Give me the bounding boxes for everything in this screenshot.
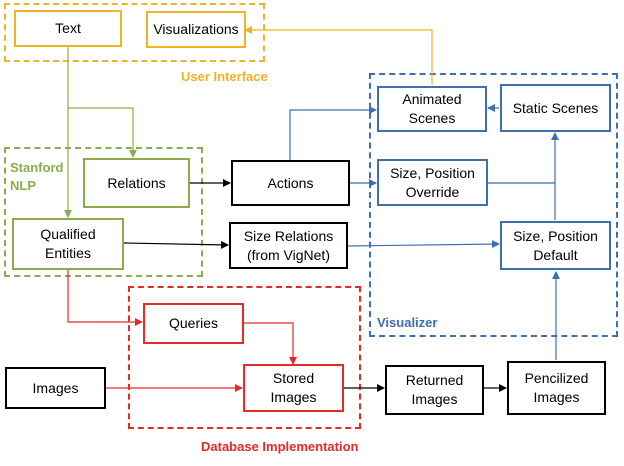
arrow-queries-to-stored: [244, 322, 297, 365]
node-text[interactable]: Text: [14, 10, 122, 47]
node-visualizations[interactable]: Visualizations: [146, 11, 246, 48]
node-pencilized-images-label: Pencilized Images: [524, 370, 589, 405]
node-actions[interactable]: Actions: [231, 160, 350, 206]
node-returned-images-label: Returned Images: [405, 372, 464, 407]
arrow-qualified-to-sizerel: [123, 240, 229, 249]
group-visualizer: [369, 73, 618, 337]
node-qualified-entities[interactable]: Qualified Entities: [12, 218, 124, 270]
node-static-scenes-label: Static Scenes: [512, 99, 599, 116]
group-user-interface: [4, 3, 265, 62]
node-images-label: Images: [32, 379, 79, 396]
node-size-relations-label: Size Relations (from VigNet): [243, 227, 334, 263]
node-stored-images-label: Stored Images: [270, 370, 317, 405]
label-database-implementation: Database Implementation: [201, 439, 359, 454]
label-user-interface: User Interface: [181, 69, 268, 84]
node-size-position-default[interactable]: Size, Position Default: [500, 221, 611, 270]
group-stanford-nlp: [4, 147, 203, 277]
label-stanford-nlp: Stanford NLP: [10, 160, 64, 193]
node-pencilized-images[interactable]: Pencilized Images: [507, 361, 606, 415]
node-size-position-default-label: Size, Position Default: [513, 227, 598, 263]
node-returned-images[interactable]: Returned Images: [385, 365, 484, 415]
label-visualizer: Visualizer: [377, 315, 438, 330]
node-qualified-entities-label: Qualified Entities: [40, 226, 96, 261]
arrow-sizerel-to-default: [347, 240, 500, 249]
group-database: [128, 286, 361, 429]
node-visualizations-label: Visualizations: [153, 21, 239, 37]
arrow-qualified-to-queries: [67, 270, 143, 326]
node-stored-images[interactable]: Stored Images: [243, 364, 344, 412]
node-images[interactable]: Images: [5, 367, 106, 409]
node-size-position-override[interactable]: Size, Position Override: [377, 159, 488, 206]
node-relations-label: Relations: [107, 174, 166, 191]
node-text-label: Text: [55, 20, 81, 36]
arrow-actions-to-animated: [289, 106, 377, 160]
node-actions-label: Actions: [267, 174, 314, 191]
node-size-relations[interactable]: Size Relations (from VigNet): [229, 222, 348, 269]
node-static-scenes[interactable]: Static Scenes: [500, 84, 611, 132]
node-size-position-override-label: Size, Position Override: [390, 164, 475, 200]
node-animated-scenes-label: Animated Scenes: [402, 91, 462, 126]
node-queries[interactable]: Queries: [143, 303, 244, 344]
node-animated-scenes[interactable]: Animated Scenes: [377, 86, 487, 132]
arrow-animated-to-visualizations: [244, 26, 433, 85]
arrow-text-to-relations: [68, 107, 137, 158]
node-relations[interactable]: Relations: [83, 158, 190, 208]
node-queries-label: Queries: [168, 315, 219, 331]
